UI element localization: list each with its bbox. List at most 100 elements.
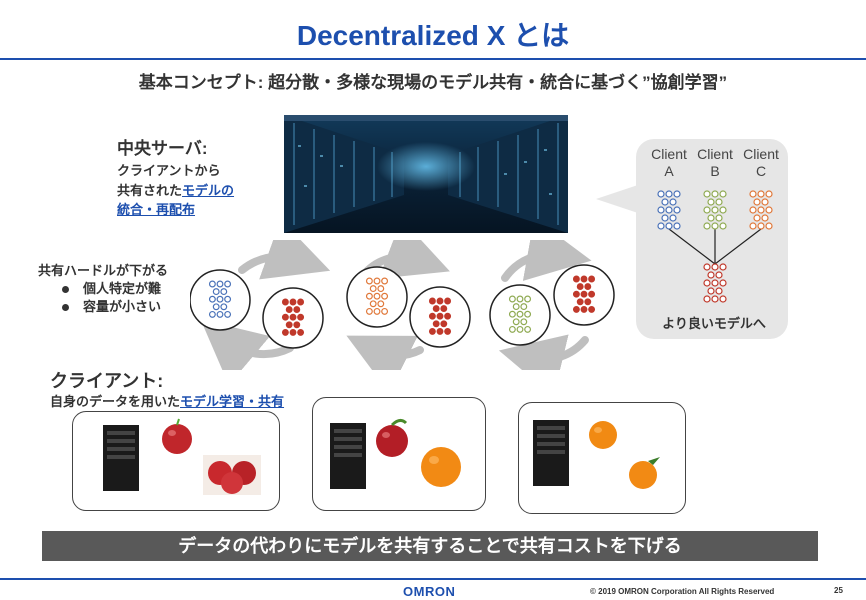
neuron-node [428, 297, 436, 305]
bullet-icon [62, 304, 69, 312]
neuron-node [281, 313, 289, 321]
client-a-label-line2: A [664, 163, 674, 179]
neuron-node [703, 206, 711, 214]
neuron-node [293, 321, 301, 329]
hurdle-bullet-2-text: 容量が小さい [83, 299, 162, 314]
neuron-node [665, 190, 673, 198]
neuron-node [369, 300, 377, 308]
neuron-node [436, 297, 444, 305]
client-subheading: 自身のデータを用いたモデル学習・共有 [50, 391, 284, 410]
server-desc-prefix: 共有された [117, 183, 183, 198]
pc-tower-icon [103, 425, 139, 491]
concept-subtitle: 基本コンセプト: 超分散・多様な現場のモデル共有・統合に基づく”協創学習” [138, 73, 728, 92]
neuron-node [580, 275, 588, 283]
neuron-node [440, 320, 448, 328]
neuron-node [707, 214, 715, 222]
neuron-node [373, 277, 381, 285]
neuron-node [440, 305, 448, 313]
neuron-node [436, 312, 444, 320]
cycle-arrow-1b [200, 319, 294, 370]
neuron-node [749, 206, 757, 214]
neuron-node [576, 283, 584, 291]
neuron-node [381, 277, 389, 285]
neuron-node [524, 295, 532, 303]
neuron-node [749, 190, 757, 198]
client-a-model-icon [657, 190, 681, 230]
neuron-node [719, 206, 727, 214]
neuron-node [657, 222, 665, 230]
local-model-icon [365, 277, 389, 315]
neuron-node [580, 290, 588, 298]
neuron-node [365, 307, 373, 315]
neuron-node [208, 295, 216, 303]
neuron-node [381, 307, 389, 315]
omron-logo: OMRON [403, 584, 456, 599]
apple-icon [376, 418, 408, 457]
global-model-icon [281, 298, 305, 336]
server-integration-link[interactable]: 統合・再配布 [117, 202, 196, 217]
global-model-icon [572, 275, 596, 313]
neuron-node [719, 279, 727, 287]
neuron-node [428, 327, 436, 335]
neuron-node [373, 292, 381, 300]
neuron-node [520, 303, 528, 311]
orange-icon [629, 457, 660, 489]
neuron-node [753, 214, 761, 222]
neuron-node [749, 222, 757, 230]
neuron-node [703, 222, 711, 230]
neuron-node [711, 190, 719, 198]
client-c-label-line1: Client [743, 146, 779, 162]
neuron-node [289, 328, 297, 336]
hurdle-heading: 共有ハードルが下がる [38, 263, 169, 278]
copyright-notice: © 2019 OMRON Corporation All Rights Rese… [590, 587, 775, 596]
client-model-learning-link[interactable]: モデル学習・共有 [180, 394, 285, 409]
neuron-node [212, 303, 220, 311]
neuron-node [673, 206, 681, 214]
slide-title: Decentralized X とは [296, 20, 570, 51]
merge-line-c [714, 228, 762, 265]
pc-tower-icon [533, 420, 569, 486]
cycle-arrow-3a [501, 240, 592, 282]
neuron-node [293, 306, 301, 314]
neuron-node [373, 307, 381, 315]
model-exchange-cycles [190, 240, 615, 370]
neuron-node [657, 190, 665, 198]
neuron-node [220, 303, 228, 311]
neuron-node [665, 206, 673, 214]
neuron-node [216, 280, 224, 288]
neuron-node [365, 277, 373, 285]
neuron-node [711, 279, 719, 287]
neuron-node [377, 300, 385, 308]
client-c-model-icon [749, 190, 773, 230]
neuron-node [703, 190, 711, 198]
neuron-node [365, 292, 373, 300]
neuron-node [281, 328, 289, 336]
neuron-node [757, 222, 765, 230]
client-sub-prefix: 自身のデータを用いた [50, 394, 181, 409]
neuron-node [524, 310, 532, 318]
neuron-node [444, 327, 452, 335]
neuron-node [216, 295, 224, 303]
neuron-node [285, 321, 293, 329]
neuron-node [765, 222, 773, 230]
neuron-node [516, 295, 524, 303]
client-a-label: Client A [644, 146, 694, 180]
neuron-node [377, 285, 385, 293]
neuron-node [657, 206, 665, 214]
neuron-node [707, 287, 715, 295]
neuron-node [765, 190, 773, 198]
neuron-node [432, 320, 440, 328]
neuron-node [703, 279, 711, 287]
hurdle-bullet-1: 個人特定が難 [62, 278, 161, 297]
neuron-node [761, 198, 769, 206]
neuron-node [224, 280, 232, 288]
neuron-node [669, 214, 677, 222]
global-model-icon [428, 297, 452, 335]
neuron-node [512, 303, 520, 311]
neuron-node [208, 280, 216, 288]
neuron-node [572, 275, 580, 283]
neuron-node [665, 222, 673, 230]
server-model-link[interactable]: モデルの [182, 183, 235, 198]
cycle-arrow-1a [238, 240, 331, 280]
neuron-node [432, 305, 440, 313]
